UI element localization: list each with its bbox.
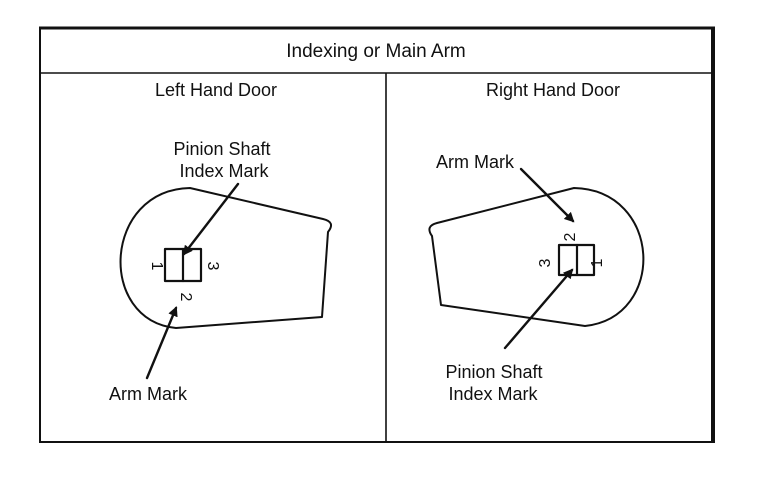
- right-arm-mark-label: Arm Mark: [436, 152, 515, 172]
- right-hand-door-panel: Right Hand Door Arm Mark 1 2 3 Pinion Sh…: [428, 80, 645, 404]
- right-index-number-3: 3: [537, 258, 554, 267]
- left-pinion-label-line2: Index Mark: [179, 161, 269, 181]
- left-hand-door-panel: Left Hand Door Pinion Shaft Index Mark 1…: [109, 80, 333, 404]
- right-pinion-label-line2: Index Mark: [448, 384, 538, 404]
- diagram-title: Indexing or Main Arm: [286, 41, 466, 62]
- left-index-number-2: 2: [177, 293, 194, 302]
- left-panel-heading: Left Hand Door: [155, 80, 277, 100]
- right-pinion-label-line1: Pinion Shaft: [445, 362, 542, 382]
- right-panel-heading: Right Hand Door: [486, 80, 620, 100]
- left-index-number-3: 3: [204, 262, 221, 271]
- left-arm-outline: [119, 187, 333, 329]
- left-arm-mark-label: Arm Mark: [109, 384, 188, 404]
- right-index-number-2: 2: [562, 232, 579, 241]
- left-pinion-label-line1: Pinion Shaft: [173, 139, 270, 159]
- left-arm-mark-arrow: [145, 306, 178, 380]
- left-pinion-arrow: [182, 182, 240, 256]
- left-index-number-1: 1: [148, 262, 165, 271]
- right-arm-mark-arrow: [519, 167, 575, 223]
- right-pinion-arrow: [503, 268, 574, 350]
- right-index-number-1: 1: [589, 258, 606, 267]
- right-arm-outline: [428, 187, 645, 327]
